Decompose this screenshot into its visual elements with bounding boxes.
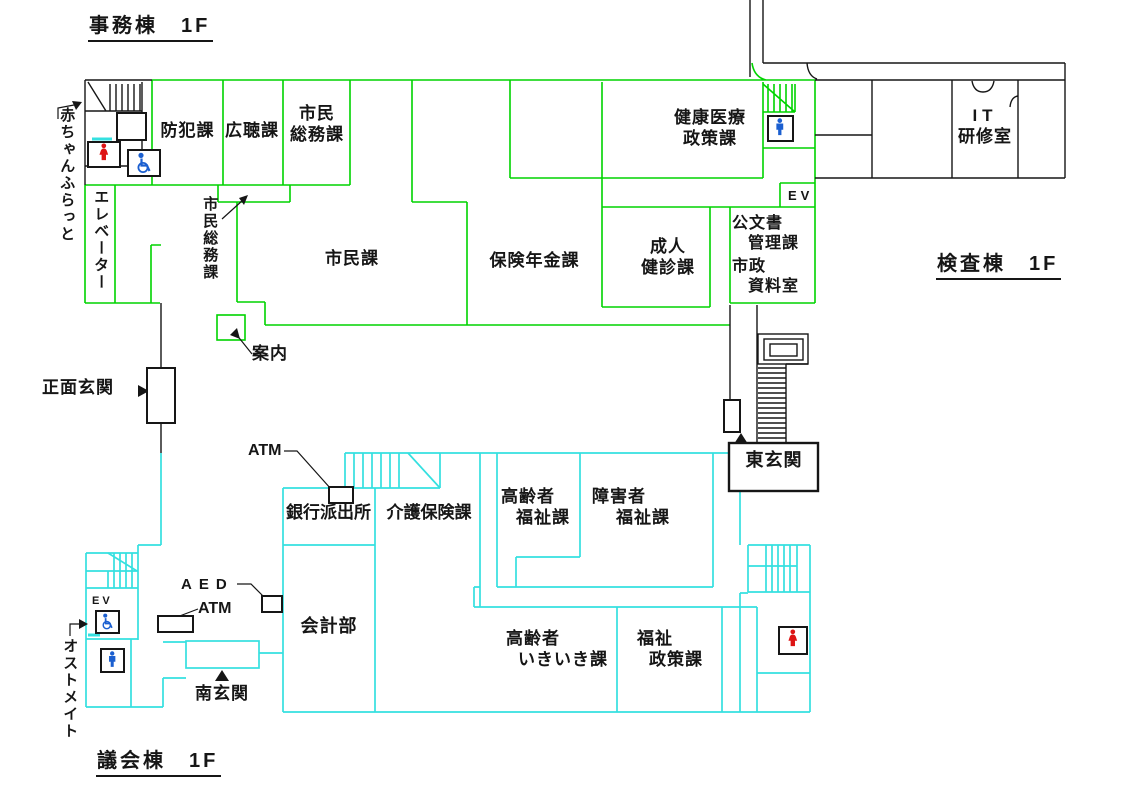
room-label-ginko: 銀行派出所 bbox=[286, 503, 371, 522]
elevator-label: EV bbox=[92, 595, 113, 607]
office-building-walls bbox=[84, 62, 816, 341]
accessible-restroom-icon bbox=[95, 610, 120, 634]
council-building-walls bbox=[85, 137, 811, 713]
room-label-hoken-nenkin: 保険年金課 bbox=[489, 251, 580, 270]
information-label: 案内 bbox=[252, 344, 288, 363]
elevator-label: EV bbox=[788, 188, 814, 203]
south-entrance-door bbox=[185, 640, 260, 669]
room-label-shimin-ka: 市民課 bbox=[325, 249, 379, 268]
stairs-icon bbox=[757, 333, 809, 365]
room-label-kaikei: 会計部 bbox=[300, 616, 358, 636]
aed-label: AED bbox=[181, 576, 234, 593]
inspection-building-walls bbox=[84, 0, 1066, 453]
arrowhead bbox=[79, 619, 88, 629]
main-entrance-label: 正面玄関 bbox=[42, 378, 114, 397]
atm-box bbox=[157, 615, 194, 633]
south-entrance-label: 南玄関 bbox=[195, 684, 249, 703]
leader-lines bbox=[57, 104, 332, 636]
room-label-shimin-somu: 市民総務課 bbox=[290, 104, 344, 144]
room-label-shogai-fukushi: 障害者福祉課 bbox=[592, 487, 670, 527]
restroom-female-icon bbox=[778, 626, 808, 655]
atm-box bbox=[328, 486, 354, 504]
baby-room-label: 赤ちゃんふらっと bbox=[58, 107, 76, 243]
stairs-icon bbox=[765, 545, 791, 592]
stairs-icon bbox=[353, 452, 441, 489]
stairs-icon bbox=[762, 83, 796, 113]
shimin-somu-vertical-label: 市民総務課 bbox=[201, 196, 219, 281]
atm-label: ATM bbox=[198, 600, 232, 617]
room-label-seijin-kenshin: 成人健診課 bbox=[641, 237, 695, 277]
east-entrance-room bbox=[727, 441, 820, 493]
accessible-restroom-icon bbox=[127, 149, 161, 177]
arrowhead bbox=[239, 195, 248, 205]
atm-label: ATM bbox=[248, 442, 282, 459]
aed-box bbox=[261, 595, 283, 613]
arrowhead bbox=[72, 101, 82, 110]
main-entrance-door bbox=[146, 367, 176, 424]
east-door bbox=[723, 399, 741, 433]
restroom-female-icon bbox=[87, 141, 121, 168]
room-label-korei-fukushi: 高齢者福祉課 bbox=[501, 487, 570, 527]
restroom-male-icon bbox=[100, 648, 125, 673]
office-building-title: 事務棟 1F bbox=[88, 14, 214, 43]
arrowhead bbox=[230, 328, 240, 339]
room-label-korei-ikiiki: 高齢者いきいき課 bbox=[506, 629, 608, 669]
council-building-title: 議会棟 1F bbox=[96, 749, 222, 778]
ostomate-label: オストメイト bbox=[61, 638, 79, 740]
room-label-kenko-iryo: 健康医療政策課 bbox=[674, 108, 746, 148]
east-entrance-label: 東玄関 bbox=[745, 450, 803, 470]
south-entrance-triangle bbox=[215, 670, 229, 681]
room-label-kocho: 広聴課 bbox=[225, 121, 279, 140]
restroom-male-icon bbox=[767, 115, 794, 142]
room-label-kaigo: 介護保険課 bbox=[386, 503, 472, 522]
room-label-fukushi-seisaku: 福祉政策課 bbox=[637, 629, 703, 669]
main-entrance-triangle bbox=[138, 385, 149, 397]
east-entrance-triangle bbox=[734, 433, 748, 444]
elevator-icon bbox=[116, 112, 147, 141]
elevator-vertical-label: エレベーター bbox=[92, 189, 110, 291]
room-label-kobunsho: 公文書管理課 bbox=[732, 215, 800, 252]
room-label-bohan: 防犯課 bbox=[160, 121, 215, 140]
room-label-shisei-shiryo: 市政資料室 bbox=[732, 258, 800, 295]
inspection-building-title: 検査棟 1F bbox=[936, 252, 1062, 281]
information-desk bbox=[216, 314, 246, 341]
stairs-icon bbox=[86, 552, 138, 589]
